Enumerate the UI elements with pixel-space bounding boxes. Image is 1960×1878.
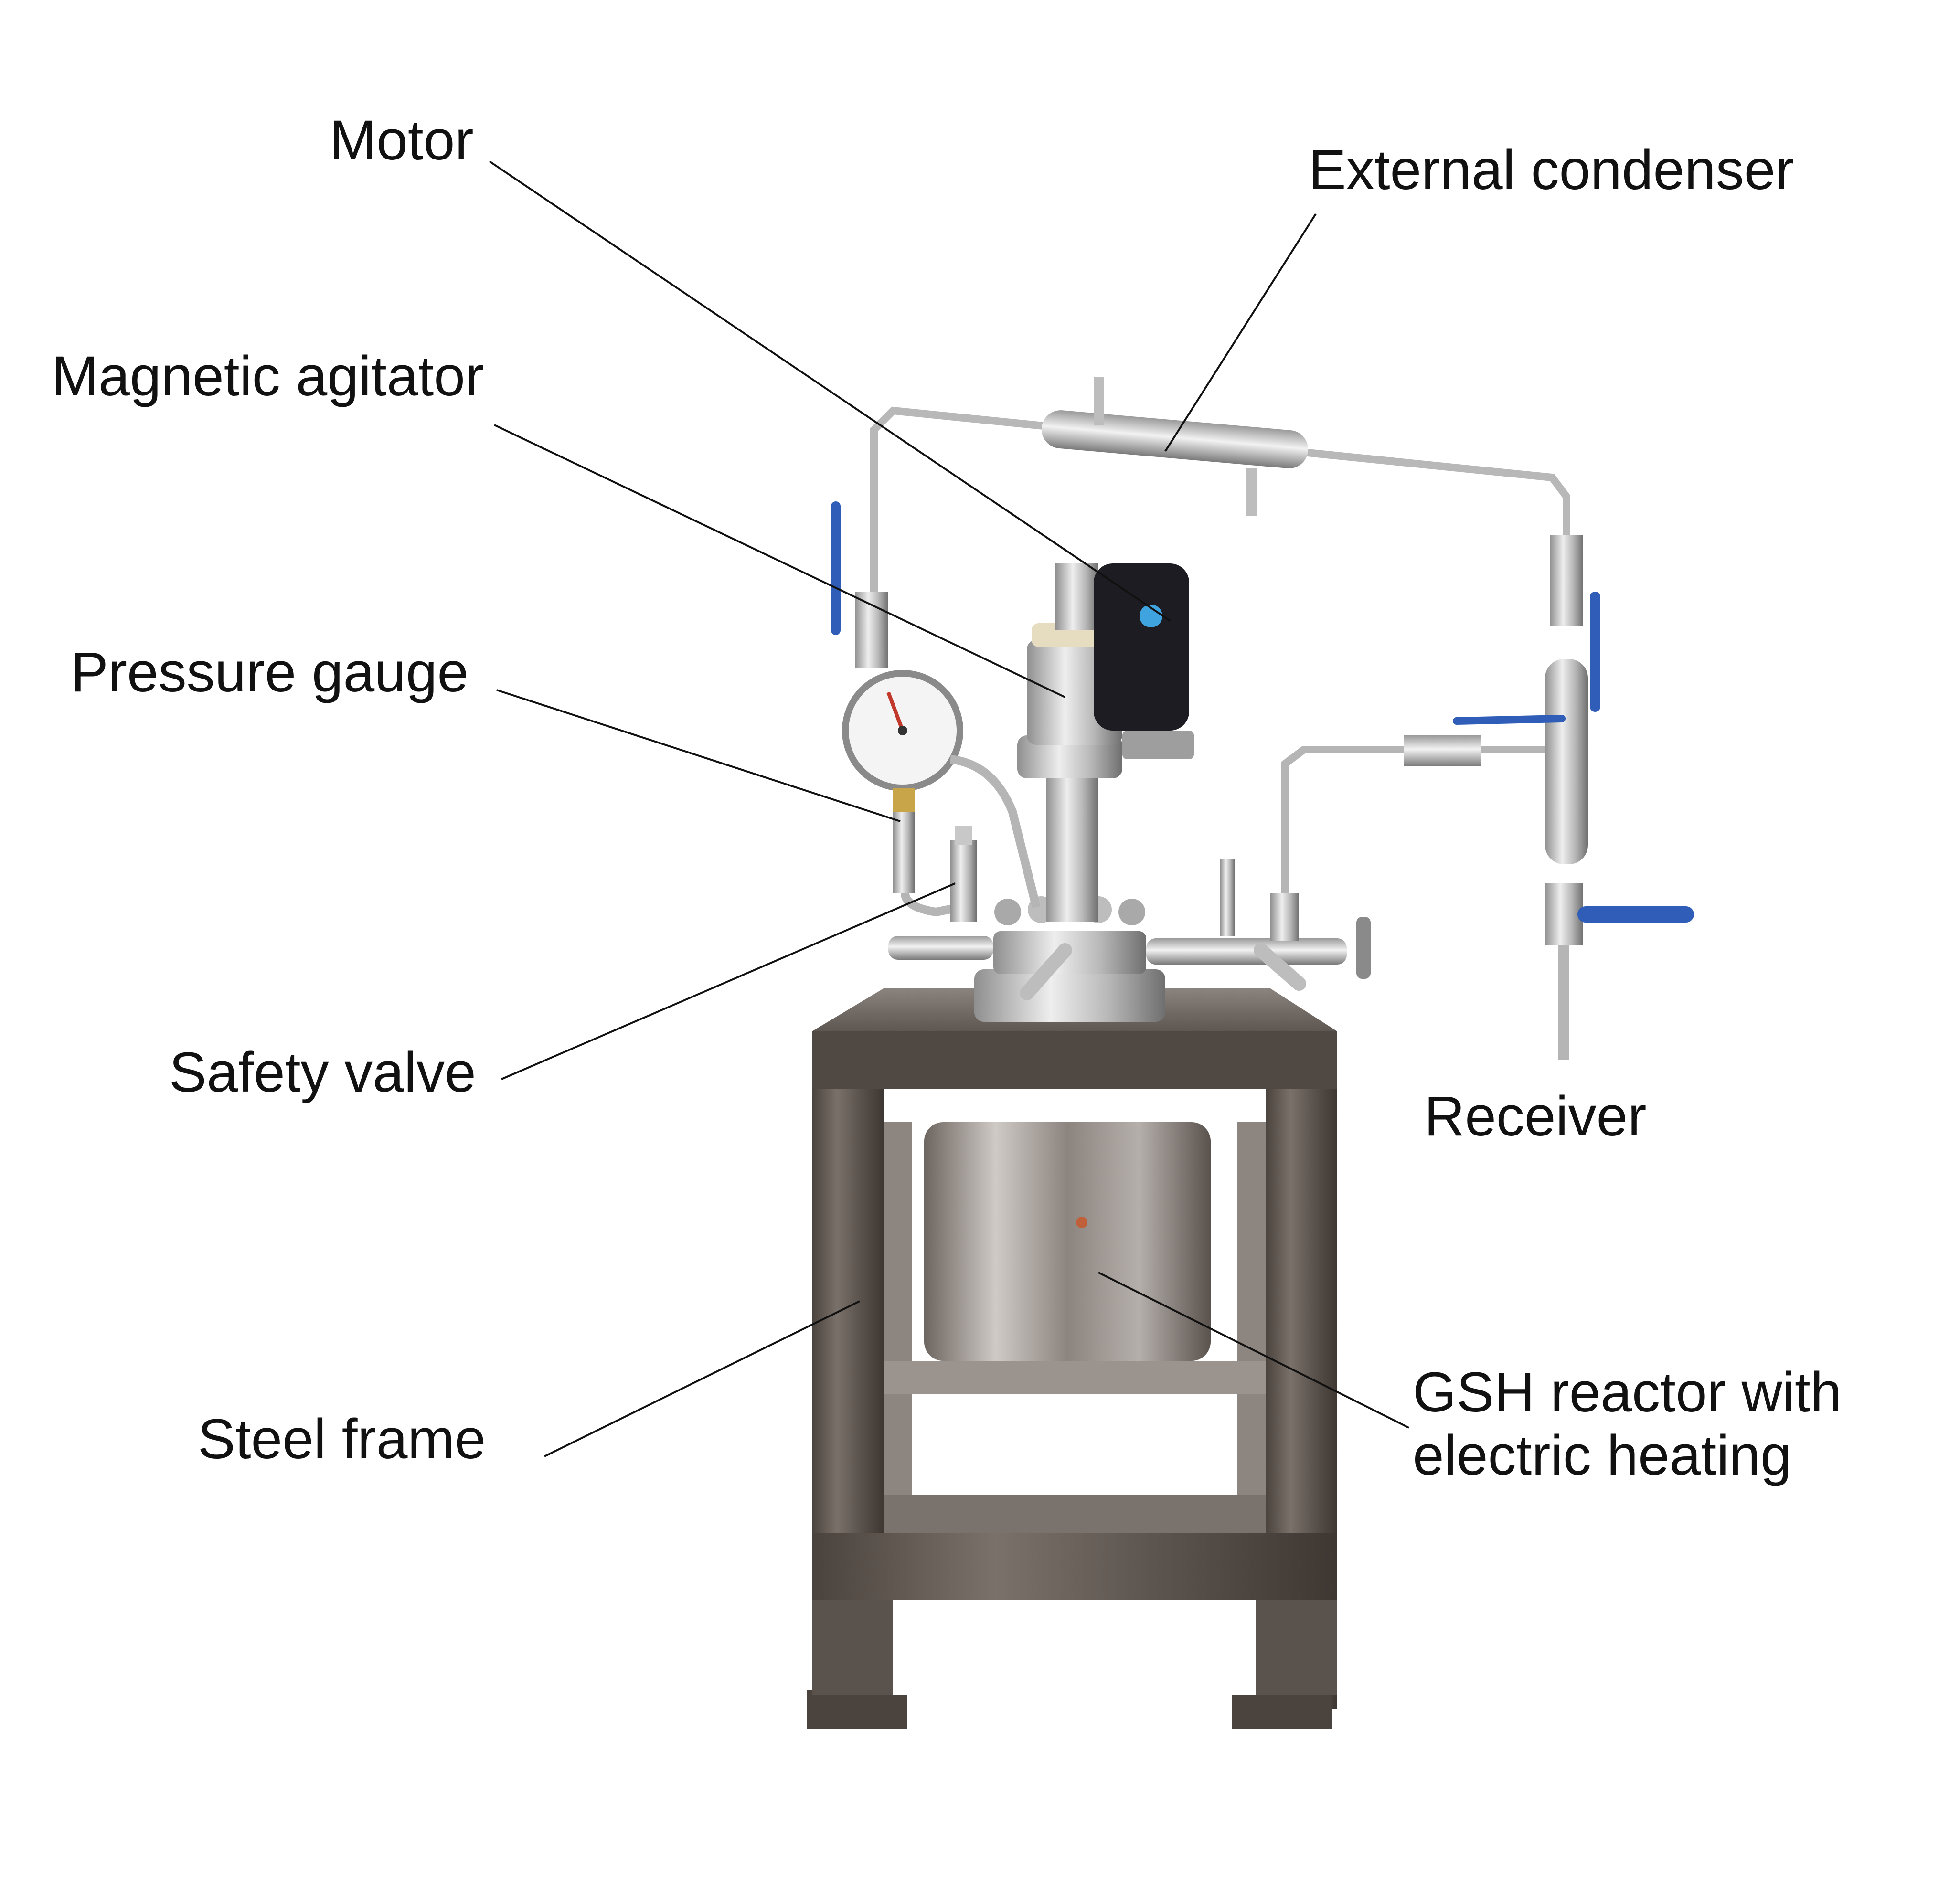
label-safety-valve: Safety valve: [169, 1041, 476, 1104]
frame-cross-upper: [884, 1361, 1266, 1394]
flange-bolt: [994, 899, 1021, 925]
motor: [1094, 563, 1194, 759]
receiver-side-line: [1281, 746, 1545, 893]
vent-line: [831, 501, 888, 668]
frame-left-foot: [807, 1690, 907, 1729]
frame-gap: [893, 1600, 1256, 1695]
leader-lines: [489, 160, 1409, 1457]
agitator-top-column: [1055, 563, 1098, 630]
left-valve-arm: [888, 936, 993, 960]
frame-back-left: [884, 1122, 912, 1514]
flange-bolt: [1118, 899, 1145, 925]
right-valve-handle: [1356, 917, 1371, 979]
leader-pressure-gauge: [496, 689, 901, 822]
steel-frame: [807, 988, 1337, 1729]
external-condenser-body: [1041, 410, 1309, 468]
leader-safety-valve: [501, 882, 956, 1080]
gauge-hub: [898, 726, 907, 735]
label-magnetic-agitator: Magnetic agitator: [52, 345, 484, 408]
label-pressure-gauge: Pressure gauge: [71, 641, 469, 704]
agitator-shaft: [1046, 774, 1098, 922]
needle-valve-stem: [1220, 859, 1235, 936]
frame-bottom-beam: [812, 1533, 1337, 1600]
label-steel-frame: Steel frame: [198, 1408, 486, 1471]
pressure-gauge: [842, 670, 1041, 917]
front-valve-stem-left: [1020, 943, 1072, 1000]
receiver-side-valve: [1404, 735, 1481, 766]
gsh-reactor-vessel: [924, 1122, 1211, 1361]
reactor-head: [888, 859, 1371, 1022]
motor-body: [1094, 563, 1189, 731]
gauge-brass-fitting: [893, 788, 915, 812]
gauge-pipe: [901, 892, 961, 917]
motor-bracket: [1122, 731, 1194, 759]
receiver-bottom-valve: [1545, 883, 1583, 945]
motor-connector: [1140, 605, 1162, 627]
label-gsh-reactor: GSH reactor with electric heating: [1413, 1361, 1842, 1487]
label-receiver: Receiver: [1424, 1085, 1647, 1148]
safety-valve: [950, 826, 977, 922]
receiver-vessel: [1545, 659, 1588, 864]
vessel-indicator-light: [1076, 1217, 1087, 1228]
frame-top-edge: [812, 1031, 1337, 1089]
flange-base: [974, 969, 1165, 1022]
frame-right-leg-lower: [1256, 1600, 1337, 1695]
frame-right-foot: [1232, 1690, 1332, 1729]
safety-valve-cap: [955, 826, 972, 845]
receiver-drain-tube: [1558, 945, 1569, 1060]
gauge-needle: [886, 691, 905, 732]
leader-condenser: [1164, 213, 1317, 452]
leader-steel-frame: [544, 1300, 860, 1457]
receiver-side-valve-handle-icon: [1453, 715, 1566, 725]
frame-left-leg-lower: [812, 1600, 893, 1695]
leader-agitator: [494, 424, 1065, 698]
right-valve-arm: [1146, 938, 1347, 965]
vessel-body: [924, 1122, 1211, 1361]
agitator-housing-lower: [1017, 735, 1122, 778]
receiver-top-valve: [1550, 535, 1583, 626]
leader-gsh-reactor: [1098, 1272, 1409, 1429]
gauge-curved-pipe: [949, 755, 1041, 909]
condenser-line: [870, 377, 1570, 592]
label-external-condenser: External condenser: [1309, 138, 1794, 202]
condenser-outlet: [1246, 468, 1257, 516]
right-port-fitting: [1270, 893, 1299, 941]
label-motor: Motor: [330, 109, 474, 172]
condenser-inlet: [1094, 377, 1104, 425]
safety-valve-body: [950, 840, 977, 922]
frame-cross-lower: [884, 1495, 1266, 1533]
receiver: [1281, 535, 1694, 1060]
vent-valve-body: [855, 592, 888, 668]
leader-motor: [489, 160, 1171, 622]
front-valve-stem-right: [1254, 943, 1306, 991]
frame-back-right: [1237, 1122, 1266, 1514]
